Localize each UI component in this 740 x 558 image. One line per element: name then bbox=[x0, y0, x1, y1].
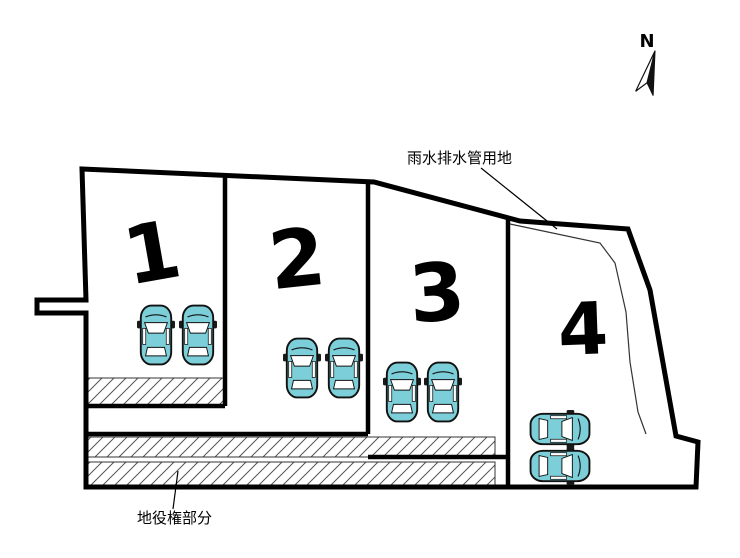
car-icon bbox=[424, 361, 462, 423]
hatched-area-driveway-lot1 bbox=[87, 377, 225, 406]
north-arrow-icon: N bbox=[635, 31, 656, 96]
car-icon bbox=[137, 304, 175, 366]
drainage-label: 雨水排水管用地 bbox=[407, 149, 512, 167]
car-icon bbox=[325, 337, 363, 399]
lot-3-number: 3 bbox=[406, 245, 468, 342]
car-icon bbox=[383, 361, 421, 423]
lot-2-number: 2 bbox=[264, 210, 329, 308]
car-icon bbox=[529, 447, 591, 485]
drainage-leader-line bbox=[480, 167, 558, 230]
property-boundary bbox=[34, 166, 701, 490]
easement-label: 地役権部分 bbox=[137, 509, 212, 527]
north-needle-right bbox=[646, 50, 656, 96]
lot-1-number: 1 bbox=[117, 202, 188, 303]
car-icon bbox=[529, 410, 591, 448]
hatched-area-driveway-main bbox=[87, 436, 496, 458]
car-icon bbox=[283, 337, 321, 399]
easement-leader-line bbox=[172, 470, 179, 510]
lot-4-number: 4 bbox=[556, 286, 609, 372]
north-label: N bbox=[639, 31, 654, 52]
hatched-area-easement bbox=[86, 461, 496, 487]
car-icon bbox=[179, 304, 217, 366]
drainage-strip-boundary bbox=[509, 223, 647, 435]
